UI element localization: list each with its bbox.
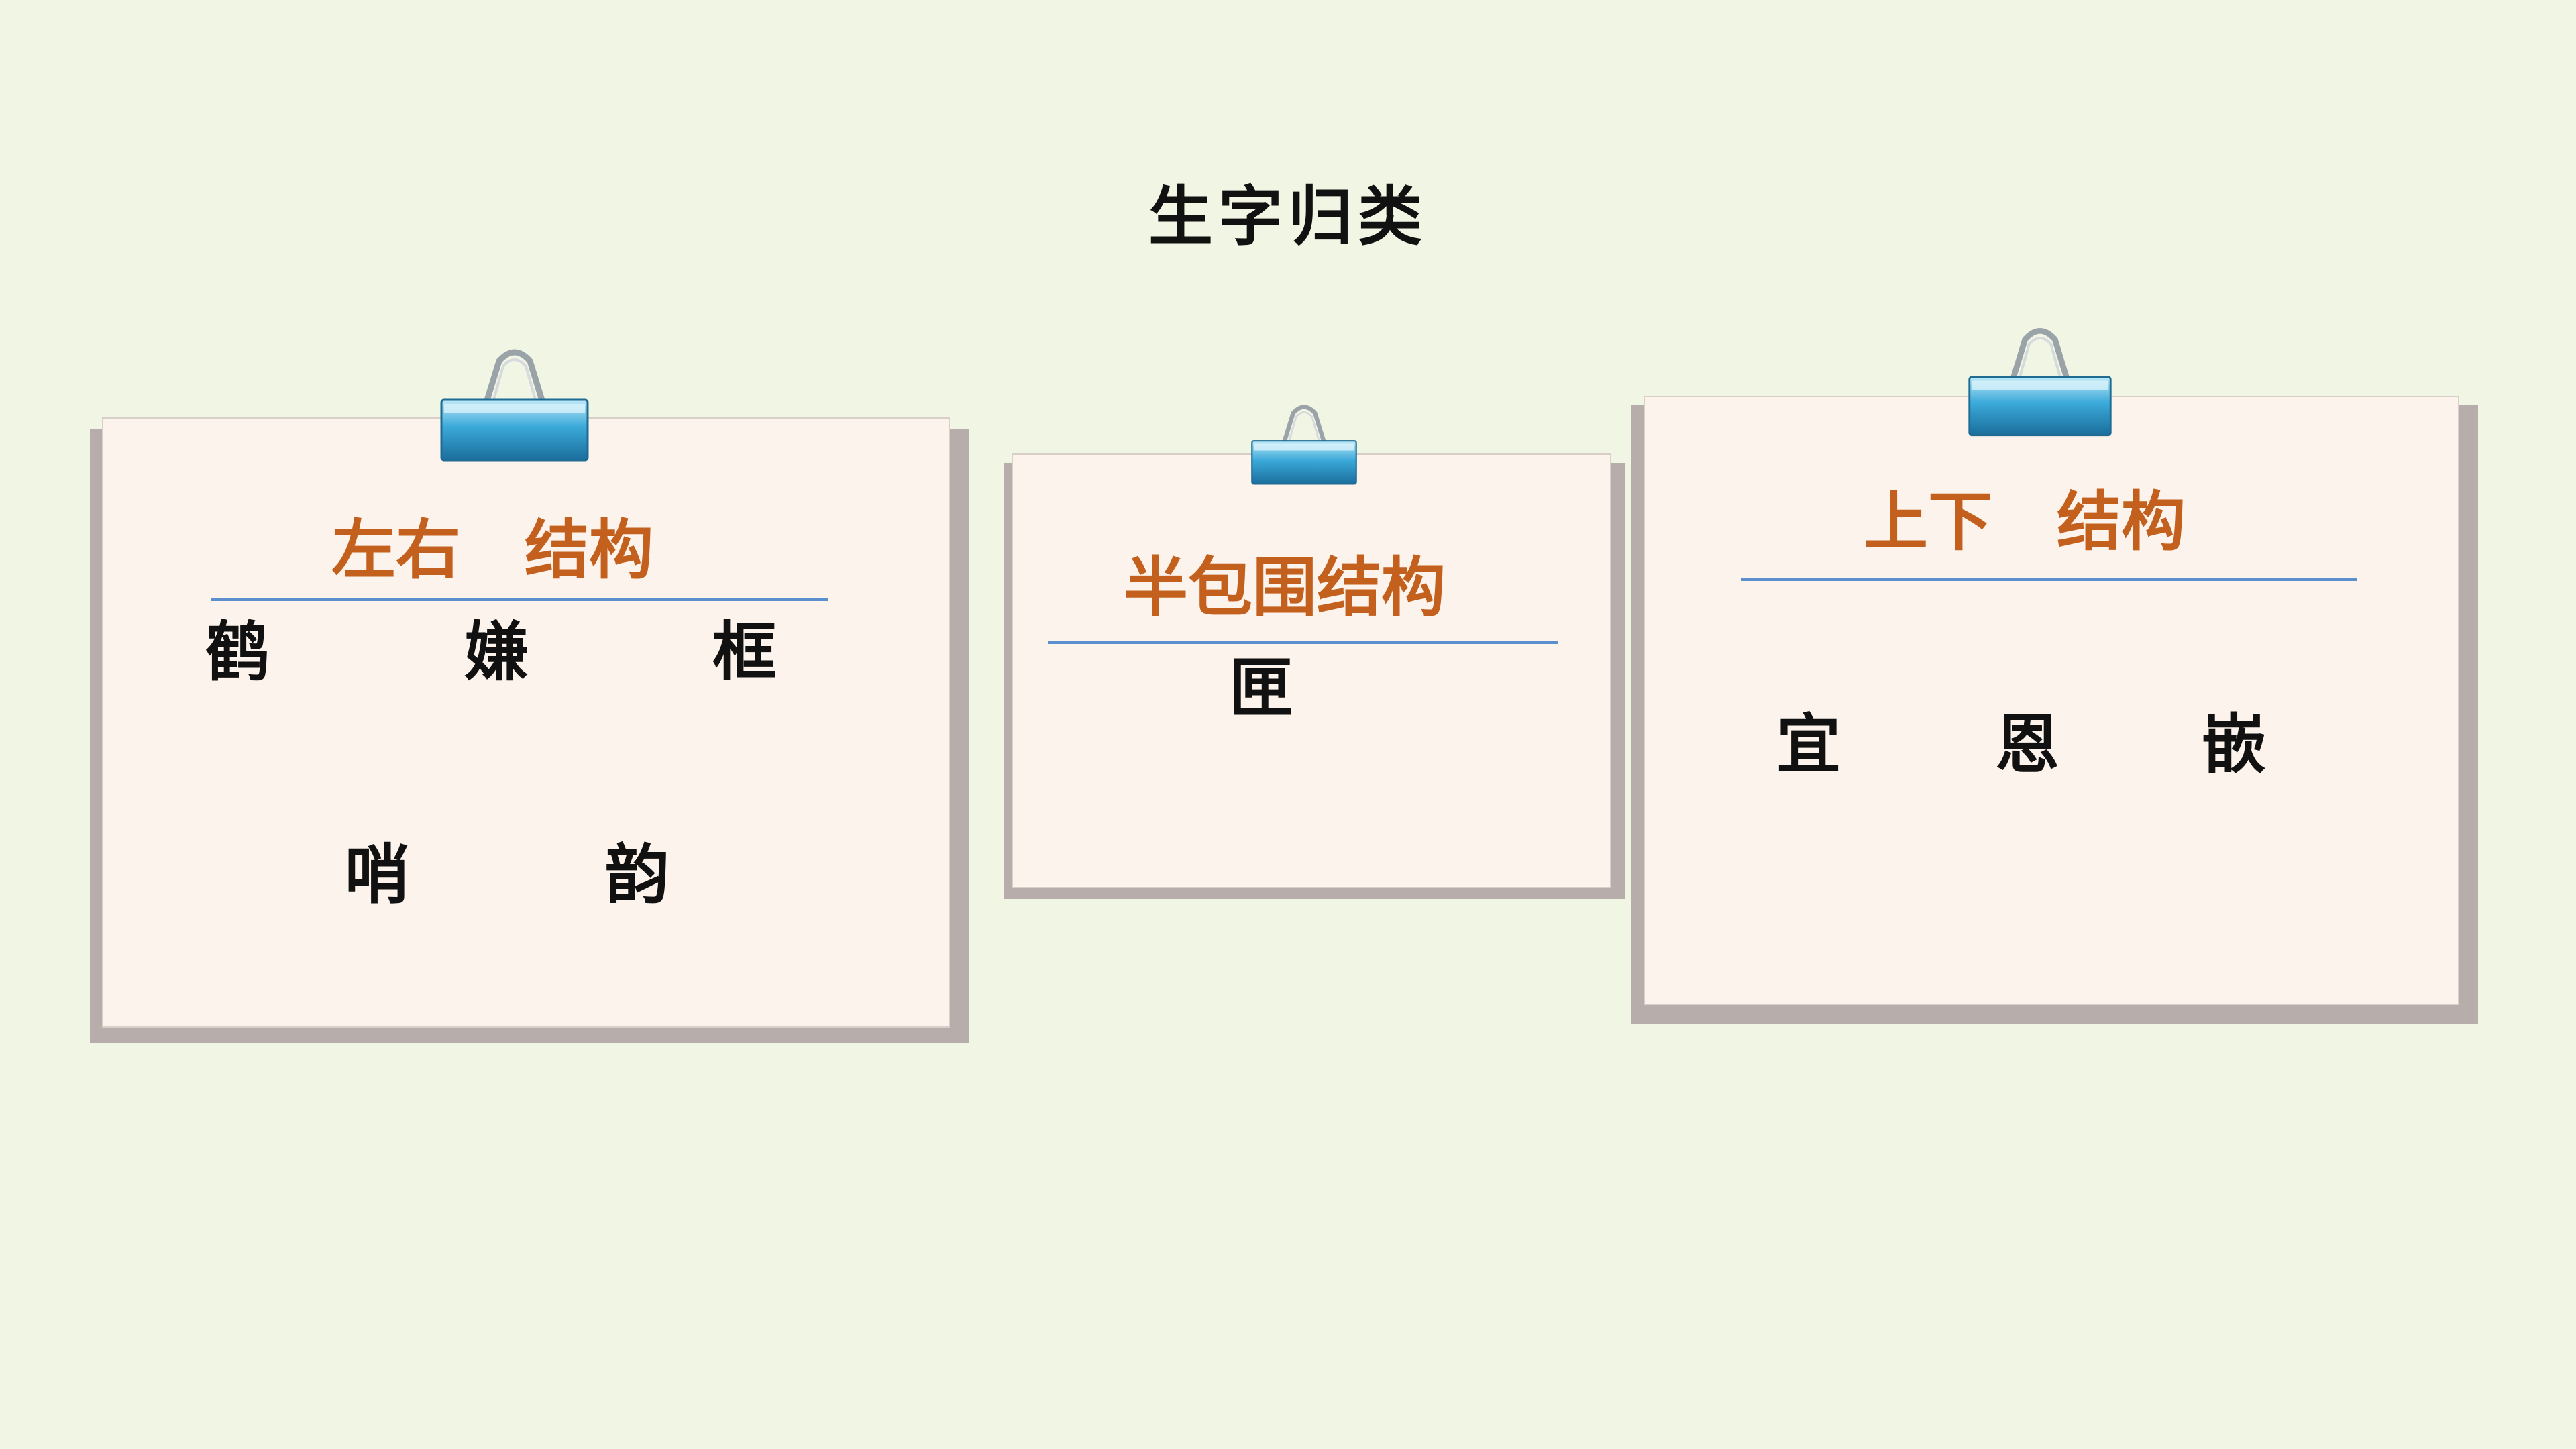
character: 嫌 [464, 614, 529, 690]
card-heading: 半包围结构 [1124, 549, 1446, 625]
card-heading: 左右 结构 [331, 512, 653, 588]
card-heading: 上下 结构 [1864, 484, 2186, 559]
card-left-right: 左右 结构 鹤 嫌 框 哨 韵 [102, 417, 950, 1028]
binder-clip-icon [1251, 405, 1357, 485]
card-top-bottom: 上下 结构 宜 恩 嵌 [1644, 396, 2459, 1005]
heading-underline [1741, 578, 2357, 581]
character: 韵 [605, 837, 669, 912]
card-semi-enclosed: 半包围结构 匣 [1012, 453, 1611, 888]
character: 哨 [345, 837, 409, 912]
character: 恩 [1995, 706, 2059, 782]
binder-clip-icon [1968, 327, 2112, 437]
character: 鹤 [205, 614, 270, 690]
binder-clip-icon [440, 349, 589, 462]
heading-underline [211, 598, 828, 601]
character: 匣 [1229, 650, 1293, 726]
page-title: 生字归类 [1148, 178, 1428, 254]
heading-underline [1048, 641, 1558, 644]
character: 宜 [1776, 706, 1841, 782]
character: 嵌 [2202, 706, 2266, 782]
character: 框 [712, 614, 777, 690]
